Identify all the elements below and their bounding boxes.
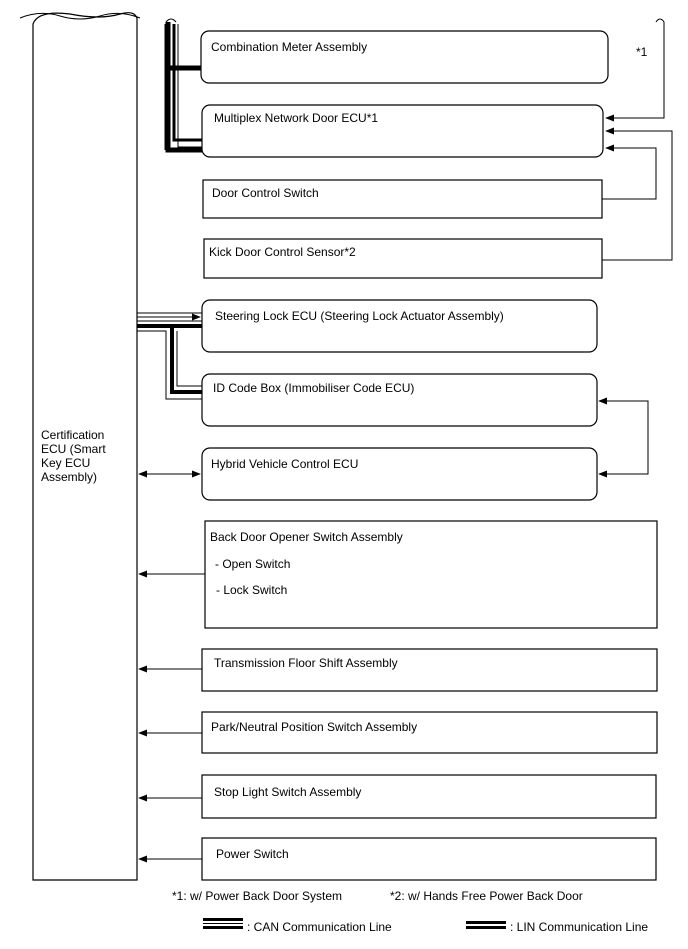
lin-bus-middle [137, 312, 202, 400]
stop-light-label: Stop Light Switch Assembly [214, 785, 361, 799]
can-line-symbol [203, 918, 243, 921]
lock-switch-label: - Lock Switch [216, 583, 287, 597]
power-switch-label: Power Switch [216, 847, 289, 861]
legend-lin: : LIN Communication Line [466, 920, 648, 934]
door-control-switch-box: Door Control Switch [202, 179, 603, 219]
ecu-label-line-3: Key ECU [41, 456, 90, 470]
kick-sensor-label: Kick Door Control Sensor*2 [209, 245, 356, 259]
ecu-label-line-1: Certification [41, 428, 104, 442]
footnote-2: *2: w/ Hands Free Power Back Door [390, 889, 583, 903]
door-control-switch-label: Door Control Switch [212, 186, 319, 200]
open-switch-label: - Open Switch [215, 557, 290, 571]
transmission-shift-label: Transmission Floor Shift Assembly [214, 656, 398, 670]
star1-bracket [605, 18, 665, 122]
id-code-box-label: ID Code Box (Immobiliser Code ECU) [213, 381, 414, 395]
hybrid-ecu-box: Hybrid Vehicle Control ECU [201, 447, 598, 501]
hybrid-ecu-label: Hybrid Vehicle Control ECU [211, 457, 358, 471]
bus-break-mark [165, 18, 177, 23]
back-door-switch-box: Back Door Opener Switch Assembly - Open … [204, 520, 658, 629]
lin-line-top [177, 24, 202, 148]
park-neutral-box: Park/Neutral Position Switch Assembly [201, 711, 658, 754]
ecu-label-line-2: ECU (Smart [41, 442, 106, 456]
footnote-1: *1: w/ Power Back Door System [172, 889, 342, 903]
star1-marker: *1 [636, 45, 648, 59]
park-neutral-label: Park/Neutral Position Switch Assembly [211, 720, 417, 734]
legend-lin-label: : LIN Communication Line [510, 920, 648, 934]
lin-line-symbol [466, 921, 506, 924]
multiplex-door-label: Multiplex Network Door ECU*1 [214, 111, 378, 125]
back-door-switch-label: Back Door Opener Switch Assembly [210, 530, 403, 544]
multiplex-door-box: Multiplex Network Door ECU*1 [201, 104, 604, 158]
transmission-shift-box: Transmission Floor Shift Assembly [201, 648, 658, 692]
combination-meter-box: Combination Meter Assembly [200, 30, 609, 84]
kick-sensor-box: Kick Door Control Sensor*2 [203, 238, 603, 279]
ecu-label-line-4: Assembly) [41, 470, 97, 484]
steering-lock-box: Steering Lock ECU (Steering Lock Actuato… [201, 299, 598, 353]
combination-meter-label: Combination Meter Assembly [211, 40, 367, 54]
certification-ecu: Certification ECU (Smart Key ECU Assembl… [19, 12, 141, 881]
door-control-line [602, 144, 657, 200]
power-switch-box: Power Switch [201, 837, 657, 881]
can-bus [164, 22, 202, 153]
steering-lock-label: Steering Lock ECU (Steering Lock Actuato… [215, 309, 504, 323]
id-code-box: ID Code Box (Immobiliser Code ECU) [201, 373, 598, 427]
legend-can-label: : CAN Communication Line [247, 920, 392, 934]
id-to-hybrid-line [598, 397, 649, 478]
stop-light-box: Stop Light Switch Assembly [201, 774, 657, 819]
kick-sensor-line [602, 127, 673, 261]
legend-can: : CAN Communication Line [203, 918, 392, 934]
